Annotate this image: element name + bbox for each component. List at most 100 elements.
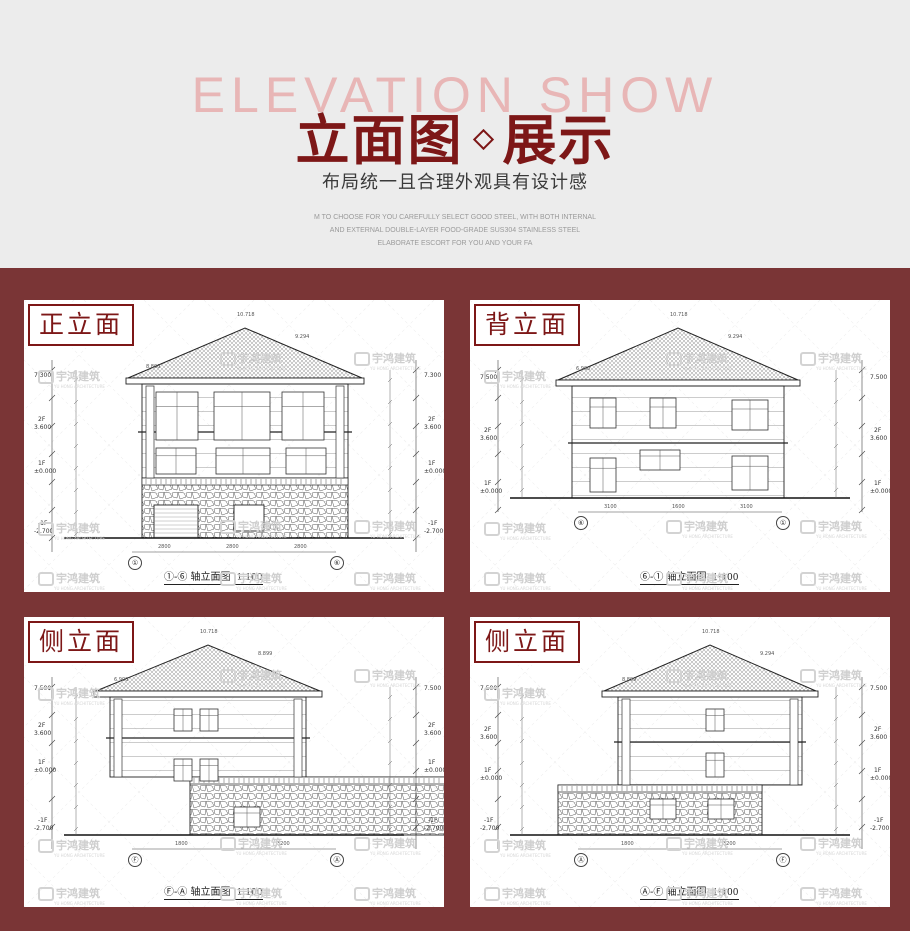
- watermark-sub: YU HONG ARCHITECTURE: [816, 901, 867, 906]
- dimension-tick: [494, 711, 502, 719]
- dimension-value: 3200: [723, 841, 736, 847]
- dimension-tick: [73, 377, 79, 383]
- watermark-logo-icon: [38, 687, 54, 701]
- dimension-tick: [833, 694, 839, 700]
- level-2f-value: 3.600: [480, 435, 498, 442]
- watermark-sub: YU HONG ARCHITECTURE: [816, 586, 867, 591]
- watermark-sub: YU HONG ARCHITECTURE: [500, 853, 551, 858]
- dimension-tick: [519, 804, 525, 810]
- watermark-grid-line: [470, 300, 521, 351]
- watermark-sub: YU HONG ARCHITECTURE: [500, 384, 551, 389]
- watermark-name: 宇鸿建筑: [238, 887, 282, 900]
- dimension-tick: [387, 421, 393, 427]
- elevation-label: 侧立面: [474, 621, 581, 663]
- level-2f-label: 2F: [484, 427, 492, 434]
- watermark-grid-line: [769, 300, 890, 421]
- level-1f-label: 1F: [874, 480, 882, 487]
- title-left: 立面图: [295, 109, 464, 172]
- level-1f-value: ±0.000: [34, 468, 57, 475]
- caption-scale: 1:100: [236, 888, 263, 898]
- column: [621, 698, 631, 786]
- column: [113, 698, 123, 778]
- watermark-grid-line: [24, 617, 195, 788]
- dimension-tick: [412, 711, 420, 719]
- watermark-name: 宇鸿建筑: [818, 837, 862, 850]
- dimension-tick: [494, 767, 502, 775]
- dimension-tick: [858, 683, 866, 691]
- watermark-name: 宇鸿建筑: [238, 572, 282, 585]
- dimension-tick: [833, 443, 839, 449]
- dimension-tick: [73, 531, 79, 537]
- watermark-logo-icon: [354, 669, 370, 683]
- level-basement-label: -1F: [874, 817, 884, 824]
- watermark-logo-icon: [800, 520, 816, 534]
- dimension-tick: [494, 394, 502, 402]
- watermark-grid-line: [829, 846, 890, 907]
- elevation-label: 背立面: [474, 304, 581, 346]
- watermark-sub: YU HONG ARCHITECTURE: [500, 901, 551, 906]
- watermark-sub: YU HONG ARCHITECTURE: [236, 683, 287, 688]
- watermark-sub: YU HONG ARCHITECTURE: [54, 384, 105, 389]
- watermark-grid-line: [24, 300, 195, 471]
- dimension-tick: [48, 394, 56, 402]
- dimension-tick: [412, 506, 420, 514]
- dimension-tick: [387, 760, 393, 766]
- level-1f-value: ±0.000: [480, 775, 503, 782]
- page-title: 立面图展示: [0, 96, 910, 175]
- watermark-name: 宇鸿建筑: [372, 837, 416, 850]
- dimension-tick: [833, 760, 839, 766]
- column: [789, 698, 799, 786]
- dimension-value: 3100: [740, 504, 753, 510]
- watermark-sub: YU HONG ARCHITECTURE: [236, 366, 287, 371]
- level-roof-value: 6.900: [576, 366, 591, 372]
- dimension-tick: [833, 421, 839, 427]
- watermark-logo-icon: [354, 887, 370, 901]
- dimension-tick: [519, 694, 525, 700]
- watermark-sub: YU HONG ARCHITECTURE: [816, 366, 867, 371]
- level-ridge-value: 9.294: [760, 651, 775, 657]
- watermark-sub: YU HONG ARCHITECTURE: [370, 683, 421, 688]
- elevation-drawing: [470, 617, 890, 907]
- header-banner: ELEVATION SHOW 立面图展示 布局统一且合理外观具有设计感 M TO…: [0, 0, 910, 268]
- watermark-name: 宇鸿建筑: [684, 572, 728, 585]
- watermark-logo-icon: [354, 572, 370, 586]
- level-2f-label: 2F: [38, 416, 46, 423]
- english-description: M TO CHOOSE FOR YOU CAREFULLY SELECT GOO…: [0, 211, 910, 250]
- dimension-tick: [412, 450, 420, 458]
- watermark-grid-line: [769, 617, 890, 738]
- dimension-tick: [412, 534, 420, 542]
- dimension-tick: [387, 377, 393, 383]
- level-eave: 7.300: [424, 372, 442, 379]
- watermark-grid-line: [470, 617, 521, 668]
- level-basement-value: -2.700: [424, 528, 444, 535]
- level-1f-value: ±0.000: [870, 775, 890, 782]
- watermark-grid-line: [649, 349, 890, 591]
- dimension-tick: [412, 823, 420, 831]
- dimension-tick: [48, 450, 56, 458]
- balustrade: [557, 784, 763, 793]
- watermark-sub: YU HONG ARCHITECTURE: [682, 534, 733, 539]
- level-2f-label: 2F: [874, 726, 882, 733]
- stone-base: [189, 776, 444, 836]
- watermark-logo-icon: [38, 370, 54, 384]
- caption-scale: 1:100: [236, 573, 263, 583]
- level-1f-label: 1F: [38, 759, 46, 766]
- level-2f-label: 2F: [874, 427, 882, 434]
- dimension-tick: [494, 506, 502, 514]
- watermark-name: 宇鸿建筑: [372, 352, 416, 365]
- level-2f-label: 2F: [38, 722, 46, 729]
- watermark-name: 宇鸿建筑: [684, 887, 728, 900]
- dimension-tick: [387, 399, 393, 405]
- watermark-grid-line: [263, 409, 444, 591]
